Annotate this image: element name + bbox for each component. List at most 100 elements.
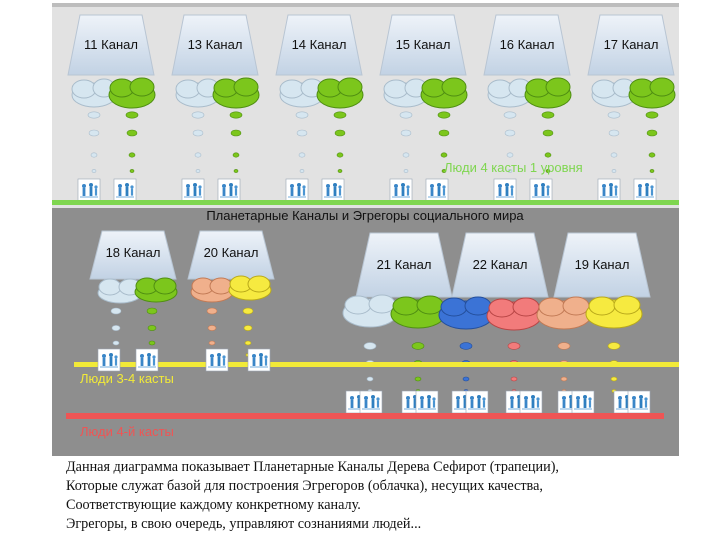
- channel-trapezoid: 13 Канал: [171, 14, 259, 76]
- channel-label: 14 Канал: [292, 37, 347, 52]
- people-icon: [389, 178, 413, 202]
- influence-dot: [128, 152, 136, 158]
- channel-label: 21 Канал: [377, 257, 432, 272]
- diagram-caption: Данная диаграмма показывает Планетарные …: [66, 458, 706, 534]
- influence-dot: [229, 111, 243, 119]
- bottom-right-channels: 21 Канал 22 Канал 19 Канал: [355, 232, 651, 298]
- influence-dot: [206, 307, 218, 315]
- channel-label: 13 Канал: [188, 37, 243, 52]
- influence-dot: [363, 342, 377, 350]
- influence-dot: [243, 325, 253, 331]
- influence-dot: [557, 342, 571, 350]
- top-edge: [52, 3, 679, 7]
- channel-label: 22 Канал: [473, 257, 528, 272]
- people-icon: [493, 178, 517, 202]
- channel-trapezoid: 14 Канал: [275, 14, 363, 76]
- egregor-cloud: [486, 297, 542, 331]
- egregor-cloud: [536, 296, 592, 330]
- channel-trapezoid: 16 Канал: [483, 14, 571, 76]
- influence-dot: [438, 129, 450, 137]
- influence-dot: [400, 129, 412, 137]
- influence-dot: [544, 152, 552, 158]
- influence-dot: [402, 152, 410, 158]
- people-icon: [321, 178, 345, 202]
- influence-dot: [242, 307, 254, 315]
- people-icon: [217, 178, 241, 202]
- channel-trapezoid: 17 Канал: [587, 14, 675, 76]
- influence-dot: [414, 376, 422, 382]
- people-icon: [415, 390, 439, 414]
- influence-dot: [111, 325, 121, 331]
- people-icon: [181, 178, 205, 202]
- influence-dot: [333, 111, 347, 119]
- influence-dot: [506, 152, 514, 158]
- influence-dot: [129, 169, 135, 173]
- channel-trapezoid: 18 Канал: [89, 230, 177, 280]
- egregor-cloud: [316, 77, 364, 109]
- influence-dot: [607, 111, 621, 119]
- channel-label: 19 Канал: [575, 257, 630, 272]
- top-channels: 11 Канал 13 Канал 14 Канал 15 Канал 16 К…: [67, 14, 675, 76]
- yellow-people-line: [74, 362, 679, 367]
- influence-dot: [299, 169, 305, 173]
- influence-dot: [648, 152, 656, 158]
- top-influence-dots: [87, 111, 659, 173]
- influence-dot: [545, 169, 551, 173]
- channel-label: 16 Канал: [500, 37, 555, 52]
- influence-dot: [230, 129, 242, 137]
- influence-dot: [125, 111, 139, 119]
- egregor-cloud: [585, 295, 643, 329]
- influence-dot: [507, 169, 513, 173]
- top-panel: [52, 3, 679, 208]
- people-icon: [247, 348, 271, 372]
- egregor-cloud: [97, 278, 143, 304]
- influence-dot: [611, 169, 617, 173]
- influence-dot: [646, 129, 658, 137]
- influence-dot: [295, 111, 309, 119]
- channel-label: 15 Канал: [396, 37, 451, 52]
- egregor-cloud: [628, 77, 676, 109]
- green-people-line: [52, 200, 679, 205]
- egregor-cloud: [134, 277, 178, 303]
- caption-line: Которые служат базой для построения Эгре…: [66, 478, 543, 494]
- influence-dot: [208, 340, 216, 346]
- people-icon: [633, 178, 657, 202]
- influence-dot: [192, 129, 204, 137]
- bottom-right-egregors: [342, 294, 643, 331]
- people-level-label: Люди 4 касты 1 уровня: [444, 160, 583, 175]
- influence-dot: [610, 152, 618, 158]
- egregor-cloud: [524, 77, 572, 109]
- bottom-left-egregors: [97, 275, 272, 304]
- egregor-cloud: [228, 275, 272, 301]
- influence-dot: [334, 129, 346, 137]
- diagram-canvas: 11 Канал 13 Канал 14 Канал 15 Канал 16 К…: [52, 3, 679, 456]
- influence-dot: [91, 169, 97, 173]
- influence-dot: [195, 169, 201, 173]
- influence-dot: [126, 129, 138, 137]
- people-icon: [627, 390, 651, 414]
- people-icon: [97, 348, 121, 372]
- influence-dot: [194, 152, 202, 158]
- people-caste-label: Люди 3-4 касты: [80, 371, 174, 386]
- channel-trapezoid: 22 Канал: [451, 232, 549, 298]
- egregor-cloud: [487, 78, 533, 108]
- influence-dot: [244, 340, 252, 346]
- influence-dot: [337, 169, 343, 173]
- influence-dot: [560, 376, 568, 382]
- influence-dot: [403, 169, 409, 173]
- people-icon: [113, 178, 137, 202]
- influence-dot: [87, 111, 101, 119]
- top-egregors: [71, 77, 676, 109]
- red-people-line: [66, 413, 664, 419]
- channel-trapezoid: 20 Канал: [187, 230, 275, 280]
- channel-trapezoid: 21 Канал: [355, 232, 453, 298]
- channel-label: 18 Канал: [106, 245, 161, 260]
- caption-line: Соответствующие каждому конкретному кана…: [66, 497, 361, 513]
- influence-dot: [459, 342, 473, 350]
- influence-dot: [462, 376, 470, 382]
- influence-dot: [147, 325, 157, 331]
- influence-dot: [441, 169, 447, 173]
- influence-dot: [233, 169, 239, 173]
- influence-dot: [504, 129, 516, 137]
- influence-dot: [90, 152, 98, 158]
